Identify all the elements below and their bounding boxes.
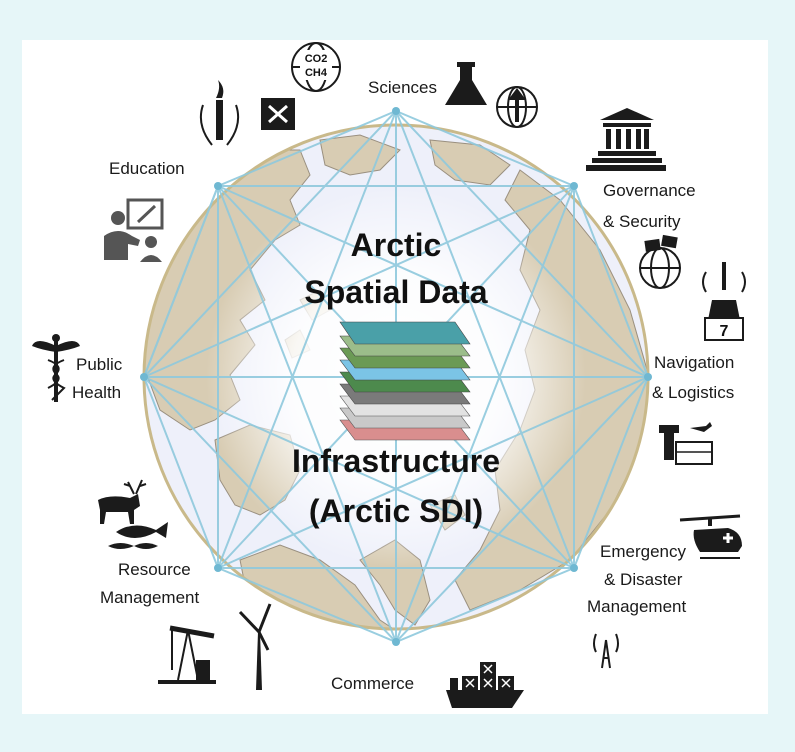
co2-ch4-globe-icon: CO2 CH4 — [291, 42, 341, 92]
wind-turbine-icon — [238, 603, 272, 690]
globe-tower-icon — [496, 86, 538, 128]
label-commerce: Commerce — [331, 674, 414, 693]
globe-flags-icon — [639, 234, 681, 289]
flask-icon — [445, 62, 487, 105]
label-public-health-2: Health — [72, 383, 121, 402]
label-education: Education — [109, 159, 185, 178]
label-resource-1: Resource — [118, 560, 191, 579]
landmass-alaska — [319, 134, 401, 176]
airport-icon — [659, 422, 713, 465]
label-navigation-1: Navigation — [654, 353, 734, 372]
label-navigation-2: & Logistics — [652, 383, 734, 402]
title-line-1: Arctic — [351, 227, 442, 263]
label-emergency-3: Management — [587, 597, 687, 616]
teacher-board-icon — [104, 198, 164, 262]
buoy-number: 7 — [720, 323, 729, 340]
co2-text: CO2 — [305, 53, 328, 65]
label-governance-1: Governance — [603, 181, 696, 200]
caribou-icon — [98, 479, 147, 524]
title-line-4: (Arctic SDI) — [309, 493, 483, 529]
theme-labels: Sciences Governance & Security Navigatio… — [72, 78, 734, 693]
torch-laurel-icon — [199, 80, 240, 146]
title-line-2: Spatial Data — [304, 274, 487, 310]
network-nodes — [140, 107, 652, 646]
satellite-square-icon — [261, 98, 295, 130]
caduceus-icon — [32, 334, 80, 402]
label-governance-2: & Security — [603, 212, 681, 231]
label-sciences: Sciences — [368, 78, 437, 97]
label-emergency-2: & Disaster — [604, 570, 683, 589]
courthouse-icon — [586, 108, 666, 171]
label-emergency-1: Emergency — [600, 542, 686, 561]
data-layer-stack — [339, 321, 471, 441]
oil-pump-icon — [158, 625, 216, 684]
fish-icon — [108, 522, 168, 549]
radio-tower-icon — [593, 633, 619, 669]
helicopter-icon — [679, 514, 742, 559]
center-title: Arctic Spatial Data Infrastructure (Arct… — [292, 227, 500, 529]
cargo-ship-icon — [446, 662, 524, 708]
ch4-text: CH4 — [305, 67, 328, 79]
label-public-health-1: Public — [76, 355, 123, 374]
title-line-3: Infrastructure — [292, 443, 500, 479]
label-resource-2: Management — [100, 588, 200, 607]
buoy-icon: 7 — [702, 262, 746, 341]
